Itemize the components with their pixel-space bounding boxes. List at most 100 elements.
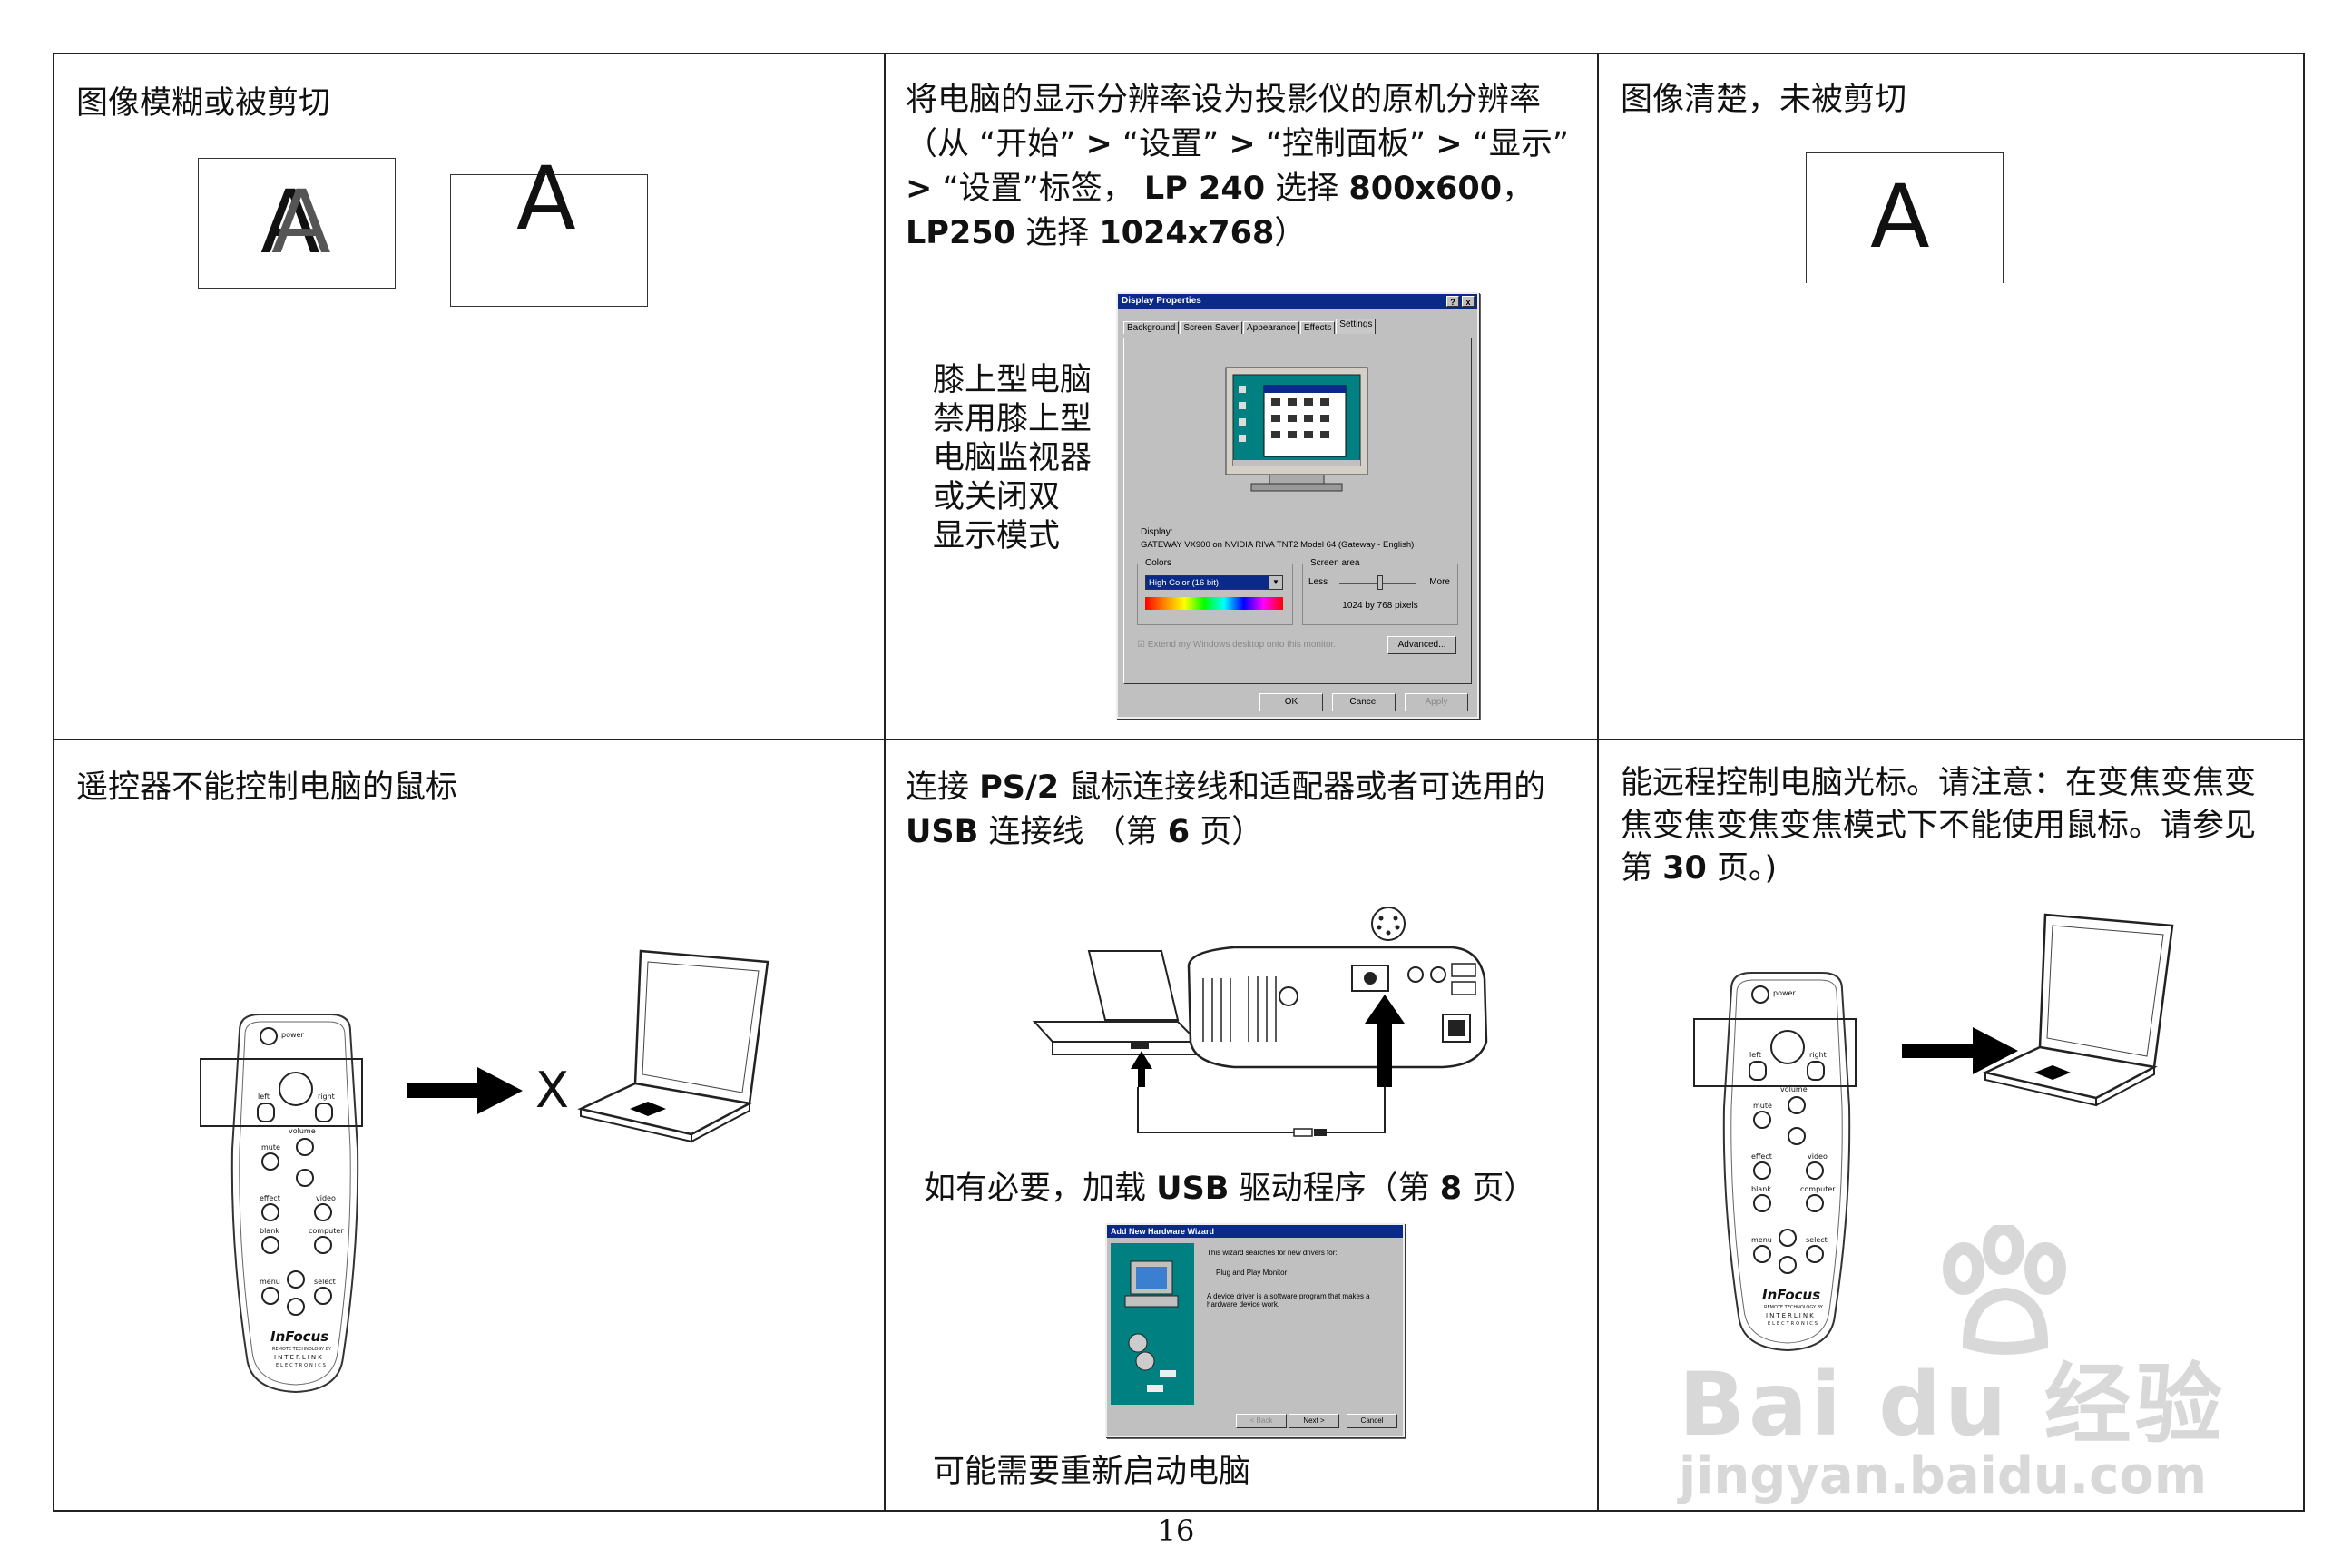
hardware-wizard-dialog: Add New Hardware Wizard This wizard sear…: [1105, 1223, 1405, 1437]
remote-sub-1: REMOTE TECHNOLOGY BY: [1764, 1305, 1823, 1310]
tab-appearance[interactable]: Appearance: [1242, 321, 1299, 334]
page-number: 16: [1157, 1514, 1195, 1548]
wizard-line-1: This wizard searches for new drivers for…: [1207, 1249, 1338, 1257]
remote-power-label: power: [1773, 989, 1796, 997]
remote-video-label: video: [1808, 1152, 1828, 1161]
tab-effects[interactable]: Effects: [1299, 321, 1336, 334]
laptop-icon: [1982, 913, 2174, 1107]
remote-highlight-box-2: [1693, 1018, 1857, 1087]
wizard-cancel-button[interactable]: Cancel: [1347, 1414, 1397, 1428]
dialog-tabs: Background Screen Saver Appearance Effec…: [1123, 318, 1377, 334]
remote-effect-label: effect: [1751, 1152, 1772, 1161]
row-divider: [54, 739, 2303, 740]
remote-select-label: select: [314, 1278, 336, 1286]
clipped-letter: A: [516, 148, 576, 250]
wizard-image: [1111, 1243, 1194, 1405]
blurred-letter: A: [260, 172, 320, 273]
remote-volume-label: volume: [289, 1127, 316, 1135]
advanced-button[interactable]: Advanced...: [1387, 636, 1456, 654]
more-label: More: [1429, 577, 1450, 587]
display-properties-dialog: Display Properties ? x Background Screen…: [1116, 292, 1479, 719]
r1c1-heading: 图像模糊或被剪切: [76, 85, 331, 122]
reboot-note: 可能需要重新启动电脑: [933, 1454, 1251, 1490]
wizard-line-2: Plug and Play Monitor: [1216, 1269, 1288, 1277]
remote-left-label: left: [258, 1093, 270, 1101]
clipped-a-box: A: [450, 155, 648, 307]
tab-panel: Display: GATEWAY VX900 on NVIDIA RIVA TN…: [1123, 338, 1472, 684]
display-label: Display:: [1141, 527, 1173, 537]
remote-video-label: video: [316, 1194, 336, 1202]
remote-brand-logo: InFocus: [1762, 1287, 1821, 1303]
laptop-icon: [577, 949, 769, 1143]
chevron-down-icon[interactable]: ▼: [1269, 576, 1282, 589]
watermark-brand: Bai du 经验: [1679, 1354, 2226, 1455]
extend-desktop-checkbox[interactable]: ☑ Extend my Windows desktop onto this mo…: [1137, 640, 1337, 650]
remote-computer-label: computer: [1800, 1185, 1836, 1193]
x-mark: X: [535, 1062, 569, 1119]
remote-right-label: right: [1809, 1051, 1827, 1059]
ok-button[interactable]: OK: [1259, 693, 1323, 711]
arrow-right-icon: [407, 1067, 523, 1114]
remote-body-icon: [1722, 972, 1851, 1352]
remote-sub-2: INTERLINK: [1766, 1312, 1816, 1319]
remote-control: power left right volume mute effect vide…: [223, 1013, 367, 1394]
r2c3-instructions: 能远程控制电脑光标。请注意：在变焦变焦变焦变焦变焦变焦模式下不能使用鼠标。请参见…: [1621, 765, 2257, 887]
computer-icon: [1124, 1260, 1179, 1392]
remote-sub-3: ELECTRONICS: [1768, 1321, 1819, 1327]
remote-sub-2: INTERLINK: [274, 1354, 324, 1361]
remote-control-2: power left right volume mute effect vide…: [1715, 971, 1858, 1352]
remote-computer-label: computer: [309, 1227, 344, 1235]
colors-select[interactable]: High Color (16 bit) ▼: [1145, 575, 1283, 590]
tab-screen-saver[interactable]: Screen Saver: [1180, 321, 1242, 334]
r2c1-heading: 遥控器不能控制电脑的鼠标: [76, 769, 458, 806]
column-divider: [1597, 54, 1599, 1510]
clear-a-box: A: [1806, 152, 2004, 283]
laptop-tip: 膝上型电脑 禁用膝上型 电脑监视器 或关闭双 显示模式: [933, 362, 1093, 554]
apply-button[interactable]: Apply: [1405, 693, 1468, 711]
remote-select-label: select: [1806, 1236, 1828, 1244]
table: 图像模糊或被剪切 A A A 将电脑的显示分辨率设为投影仪的原机分辨率（从 “开…: [53, 53, 2305, 1512]
remote-menu-label: menu: [1751, 1236, 1772, 1244]
next-button[interactable]: Next >: [1289, 1414, 1339, 1428]
r2c2-instructions: 连接 PS/2 鼠标连接线和适配器或者可选用的 USB 连接线 （第 6 页）: [906, 769, 1546, 850]
remote-sub-3: ELECTRONICS: [276, 1363, 328, 1368]
remote-highlight-box: [200, 1058, 363, 1127]
blurred-letter-ghost: A: [271, 172, 331, 273]
remote-blank-label: blank: [1751, 1185, 1771, 1193]
screen-area-group: Screen area Less More 1024 by 768 pixels: [1302, 558, 1458, 625]
color-spectrum-bar: [1145, 597, 1283, 610]
colors-group: Colors High Color (16 bit) ▼: [1137, 558, 1293, 625]
remote-effect-label: effect: [260, 1194, 280, 1202]
column-divider: [884, 54, 886, 1510]
remote-power-label: power: [281, 1031, 304, 1039]
slider-thumb[interactable]: [1377, 575, 1383, 590]
dialog-title-bar: Display Properties ? x: [1118, 294, 1477, 309]
remote-mute-label: mute: [1753, 1102, 1772, 1110]
close-button[interactable]: x: [1462, 296, 1475, 307]
remote-right-label: right: [318, 1093, 335, 1101]
help-button[interactable]: ?: [1446, 296, 1459, 307]
cancel-button[interactable]: Cancel: [1332, 693, 1396, 711]
clear-letter: A: [1870, 166, 1930, 268]
usb-driver-note: 如有必要，加载 USB 驱动程序（第 8 页）: [924, 1171, 1536, 1207]
resolution-readout: 1024 by 768 pixels: [1342, 601, 1418, 611]
connection-diagram-icon: [1032, 906, 1488, 1137]
back-button[interactable]: < Back: [1236, 1414, 1287, 1428]
remote-body-icon: [230, 1014, 359, 1394]
r1c3-heading: 图像清楚，未被剪切: [1621, 82, 1907, 118]
paw-icon: [1943, 1225, 2066, 1355]
blurred-a-box: A A: [198, 158, 396, 289]
remote-sub-1: REMOTE TECHNOLOGY BY: [272, 1347, 331, 1352]
r1c2-instructions: 将电脑的显示分辨率设为投影仪的原机分辨率（从 “开始” > “设置” > “控制…: [906, 82, 1570, 251]
tab-background[interactable]: Background: [1123, 321, 1180, 334]
wizard-line-3: A device driver is a software program th…: [1207, 1292, 1370, 1308]
monitor-preview-icon: [1225, 367, 1368, 492]
remote-volume-label: volume: [1780, 1085, 1808, 1093]
watermark-url: jingyan.baidu.com: [1679, 1446, 2208, 1505]
less-label: Less: [1308, 577, 1328, 587]
tab-settings[interactable]: Settings: [1336, 318, 1377, 334]
remote-blank-label: blank: [260, 1227, 279, 1235]
arrow-right-icon: [1902, 1027, 2018, 1074]
display-value: GATEWAY VX900 on NVIDIA RIVA TNT2 Model …: [1141, 540, 1415, 550]
wizard-title-bar: Add New Hardware Wizard: [1107, 1225, 1403, 1238]
